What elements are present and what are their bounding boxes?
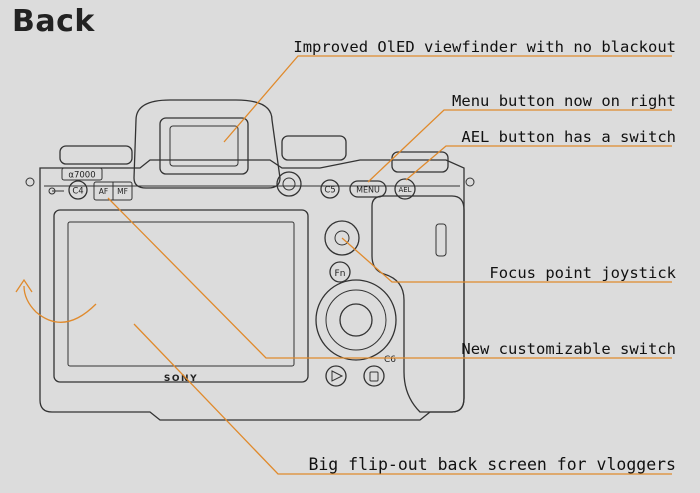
c5-label: C5	[324, 186, 335, 196]
back-screen-frame	[53, 209, 309, 383]
fn-button	[329, 261, 351, 283]
leader-viewfinder	[223, 55, 672, 143]
menu-label: MENU	[356, 186, 380, 195]
ael-button	[394, 178, 416, 200]
menu-button	[349, 180, 387, 198]
center-button	[339, 303, 373, 337]
callout-joystick: Focus point joystick	[489, 264, 676, 282]
af-label: AF	[99, 187, 108, 196]
fn-label: Fn	[335, 269, 346, 279]
callout-viewfinder: Improved OlED viewfinder with no blackou…	[293, 38, 676, 56]
leader-ael	[405, 145, 672, 181]
flip-arrowhead	[15, 278, 33, 293]
mf-label: MF	[117, 187, 128, 196]
flip-arrow	[23, 285, 97, 323]
back-screen	[67, 221, 295, 367]
c5-button	[320, 179, 340, 199]
model-label: α7000	[68, 171, 95, 181]
playback-button	[325, 365, 347, 387]
c4-label: C4	[72, 187, 83, 197]
callout-screen: Big flip-out back screen for vloggers	[308, 455, 676, 474]
left-dial	[59, 145, 133, 165]
c6-label: C6	[384, 355, 396, 365]
model-label-box	[61, 167, 103, 181]
eyecup	[133, 99, 281, 189]
leader-screen	[133, 323, 672, 475]
callout-menu: Menu button now on right	[452, 92, 676, 110]
leader-joystick	[341, 237, 672, 283]
left-strap-lug	[25, 177, 35, 187]
joystick	[324, 220, 360, 256]
leader-menu	[367, 109, 672, 183]
viewfinder-window	[159, 117, 249, 175]
camera-body-outline	[39, 159, 465, 421]
viewfinder-inner	[169, 125, 239, 167]
right-dial	[281, 135, 347, 161]
key-icon	[48, 187, 64, 195]
grip-switch	[435, 223, 447, 257]
control-wheel	[315, 279, 397, 361]
ael-label: AEL	[398, 186, 411, 194]
right-strap-lug	[465, 177, 475, 187]
grip	[371, 195, 465, 413]
brand-label: SONY	[164, 374, 198, 384]
leader-switch	[107, 197, 672, 359]
record-button	[276, 171, 302, 197]
trash-button	[363, 365, 385, 387]
page-title: Back	[12, 4, 95, 39]
callout-ael: AEL button has a switch	[461, 128, 676, 146]
rear-dial	[391, 151, 449, 173]
callout-switch: New customizable switch	[461, 340, 676, 358]
c4-button	[68, 180, 88, 200]
